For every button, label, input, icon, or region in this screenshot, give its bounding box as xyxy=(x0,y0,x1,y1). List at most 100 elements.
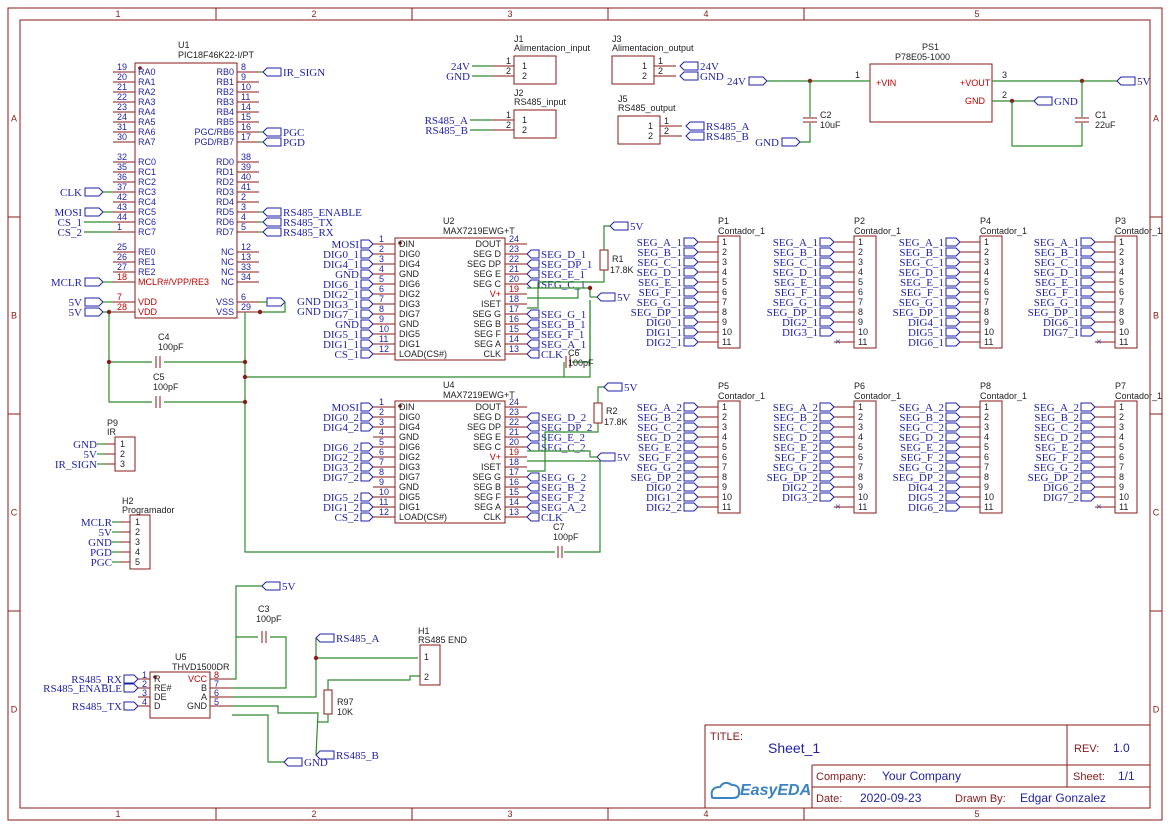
j1-connector-name: Alimentacion_input xyxy=(514,43,591,53)
net-label: RS485_RX xyxy=(283,227,334,239)
j5-connector-name: RS485_output xyxy=(618,103,676,113)
pin-number: 2 xyxy=(1119,412,1124,422)
net-flag-icon xyxy=(360,402,374,412)
net-label: SEG_B_1 xyxy=(637,247,682,259)
pin-number: 5 xyxy=(722,442,727,452)
wire xyxy=(527,450,591,457)
u1-pin-number: 20 xyxy=(117,72,127,82)
pin-number: 9 xyxy=(984,317,989,327)
net-label: DIG4_1 xyxy=(323,259,359,271)
p2-counter-ref: P2 xyxy=(854,216,865,226)
net-label: SEG_A_2 xyxy=(1034,402,1079,414)
net-label: DIG1_2 xyxy=(323,502,359,514)
u1-pin-name: RD3 xyxy=(216,187,234,197)
net-label: DIG2_1 xyxy=(646,337,682,349)
pin-name: DIG2 xyxy=(399,452,420,462)
pin-name: DIG2 xyxy=(399,289,420,299)
u1-ref: U1 xyxy=(178,40,190,50)
u1-pin-number: 18 xyxy=(117,272,127,282)
net-flag-icon xyxy=(262,67,282,77)
pin-name: SEG A xyxy=(474,502,501,512)
pin-number: 3 xyxy=(379,417,384,427)
net-flag-icon xyxy=(315,633,335,643)
grid-col-label: 4 xyxy=(703,9,708,19)
u1-pin-number: 36 xyxy=(117,172,127,182)
u1-pin-name: RC3 xyxy=(138,187,156,197)
gnd-flag-icon xyxy=(266,297,286,307)
ps1-ref: PS1 xyxy=(922,42,939,52)
pin-number: 1 xyxy=(379,234,384,244)
grid-col-label: 1 xyxy=(115,809,120,819)
net-flag-icon xyxy=(945,237,961,247)
net-label: SEG_DP_2 xyxy=(1028,472,1079,484)
net-label: DIG3_2 xyxy=(323,462,359,474)
pin-name: DIG5 xyxy=(399,329,420,339)
pin-number: 4 xyxy=(1119,267,1124,277)
pin-number: 15 xyxy=(509,324,519,334)
net-label: SEG_G_2 xyxy=(541,472,586,484)
net-label: MOSI xyxy=(331,239,359,251)
easyeda-logo: EasyEDA xyxy=(710,781,811,799)
net-label: SEG_D_2 xyxy=(773,432,818,444)
r1-value: 17.8K xyxy=(610,265,634,275)
net-flag-icon xyxy=(262,137,282,147)
u1-pin-name: RB5 xyxy=(216,117,234,127)
net-flag-icon xyxy=(360,279,374,289)
wire xyxy=(572,300,591,363)
wire-vdd xyxy=(108,312,152,363)
ps1-pin-name: +VOUT xyxy=(960,78,991,88)
net-flag-icon xyxy=(1080,462,1096,472)
net-label: DIG3_1 xyxy=(323,299,359,311)
pin-name: DIG7 xyxy=(399,309,420,319)
pin-number: 4 xyxy=(379,427,384,437)
net-flag-icon xyxy=(360,249,374,259)
u1-pin-name: RA3 xyxy=(138,97,156,107)
pin-number: 1 xyxy=(424,652,429,662)
wire-gnd xyxy=(232,714,284,763)
pin-number: 9 xyxy=(858,317,863,327)
net-label: SEG_F_1 xyxy=(541,329,584,341)
net-label: DIG6_1 xyxy=(908,337,944,349)
net-label: RS485_A xyxy=(336,633,379,645)
u1-pin-number: 4 xyxy=(241,212,246,222)
net-flag-icon xyxy=(819,482,835,492)
net-label: MOSI xyxy=(331,402,359,414)
pin-number: 5 xyxy=(858,277,863,287)
sheet-value: 1/1 xyxy=(1118,769,1135,783)
net-label: RS485_B xyxy=(425,125,468,137)
net-label: SEG_A_2 xyxy=(637,402,682,414)
pin-number: 8 xyxy=(379,304,384,314)
pin-number: 14 xyxy=(509,334,519,344)
net-label: DIG7_1 xyxy=(1043,327,1079,339)
net-flag-icon xyxy=(1080,267,1096,277)
net-flag-icon xyxy=(819,277,835,287)
wire-gnd xyxy=(800,123,811,143)
net-label: SEG_B_1 xyxy=(541,319,586,331)
net-flag-icon xyxy=(1116,76,1136,86)
net-flag-icon xyxy=(360,259,374,269)
pin-number: 2 xyxy=(522,125,527,135)
pin-number: 8 xyxy=(379,467,384,477)
h1-ref: H1 xyxy=(418,626,430,636)
net-label: SEG_D_1 xyxy=(899,267,944,279)
pin-name: GND xyxy=(399,319,420,329)
net-label: DIG0_1 xyxy=(646,317,682,329)
pin-number: 1 xyxy=(984,402,989,412)
u1-pin-number: 19 xyxy=(117,62,127,72)
c1-value: 22uF xyxy=(1095,120,1116,130)
pin-name: CLK xyxy=(483,349,501,359)
net-label: SEG_F_1 xyxy=(901,287,944,299)
p6-counter-ref: P6 xyxy=(854,381,865,391)
u1-pin-number: 22 xyxy=(117,92,127,102)
net-flag-icon xyxy=(685,121,705,131)
u1-pin-name: RB2 xyxy=(216,87,234,97)
pin-name: DIG0 xyxy=(399,249,420,259)
pin-name: SEG E xyxy=(473,269,501,279)
u1-pin-number: 15 xyxy=(241,112,251,122)
c6-ref: C6 xyxy=(568,348,580,358)
net-flag-icon xyxy=(945,492,961,502)
net-label: 5V xyxy=(624,382,638,394)
net-flag-icon xyxy=(945,422,961,432)
wire-gnd xyxy=(244,312,555,553)
p1-counter-name: Contador_1 xyxy=(718,226,765,236)
